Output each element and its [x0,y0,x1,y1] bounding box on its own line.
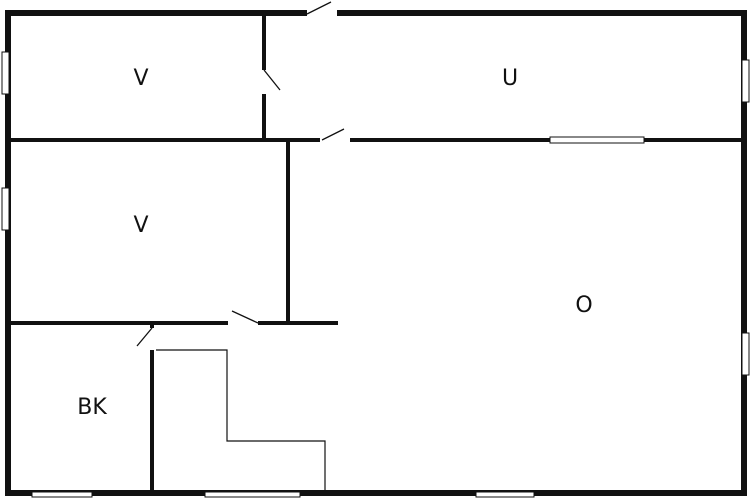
window-left-2 [1,187,10,231]
room-label-o: O [575,293,592,318]
window-right-2 [741,332,750,376]
door-leaf-top [306,1,332,15]
doors [136,1,350,350]
room-label-u: U [502,66,518,91]
wall-vertical-bk [150,323,154,493]
room-label-v-top: V [133,66,148,91]
room-labels: V U V O BK [77,66,592,420]
wall-horizontal-lower [5,321,338,325]
outer-walls [5,10,747,496]
window-bottom-2 [204,491,301,498]
door-gap-v-u [260,70,268,94]
door-gap-top [307,9,337,17]
room-label-bk: BK [77,395,107,420]
door-leaf-v-u [263,69,281,91]
wall-vertical-middle [286,140,290,325]
windows [1,51,750,498]
room-label-v-mid: V [133,213,148,238]
window-bottom-3 [475,491,535,498]
door-gap-v-o [228,320,258,326]
wall-top [5,10,747,16]
wall-bottom [5,490,747,496]
door-gap-u-o [320,137,350,143]
door-gap-bk [149,328,156,350]
wall-left [5,10,11,496]
window-bottom-1 [31,491,93,498]
door-leaf-bk [136,327,153,347]
counter-outline [156,349,326,491]
wall-right [741,10,747,496]
window-interior [549,136,645,144]
window-left-1 [1,51,10,95]
door-leaf-v-o [231,310,259,324]
wall-horizontal-upper [5,138,747,142]
window-right-1 [741,59,750,103]
door-leaf-u-o [321,128,345,141]
